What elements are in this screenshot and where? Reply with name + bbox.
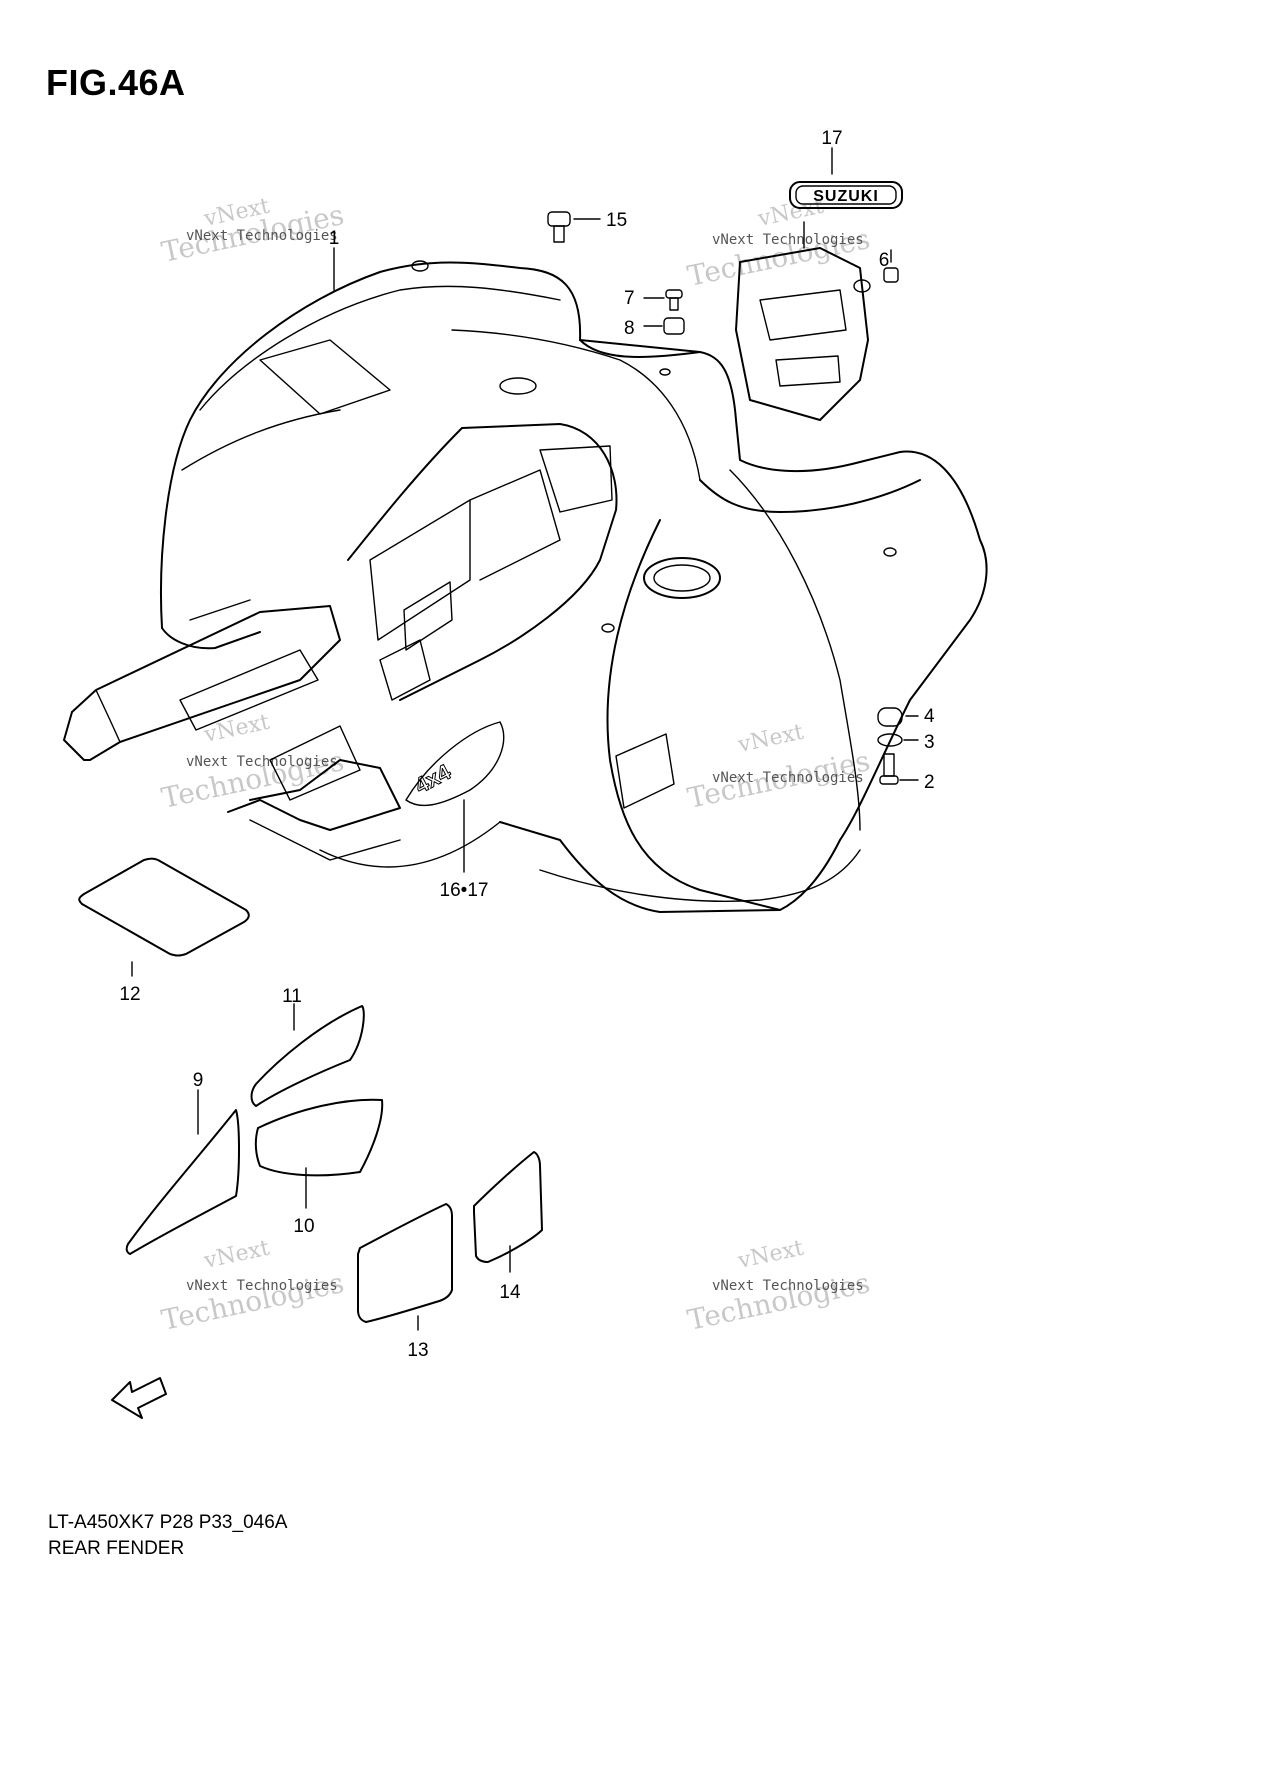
svg-text:4x4: 4x4 <box>411 759 456 799</box>
svg-text:vNext Technologies: vNext Technologies <box>186 228 338 244</box>
part-11-decal <box>250 1005 365 1107</box>
license-bracket <box>735 247 871 421</box>
watermark-bottom-right: vNext Technologies vNext Technologies <box>685 1236 873 1337</box>
part-12-decal <box>78 857 250 957</box>
svg-text:vNext: vNext <box>201 710 272 748</box>
part-13-decal <box>357 1203 453 1323</box>
svg-text:SUZUKI: SUZUKI <box>813 188 879 205</box>
svg-text:vNext: vNext <box>201 1236 272 1274</box>
part-14-decal <box>473 1151 543 1263</box>
callout-4: 4 <box>924 706 935 727</box>
part-9-decal <box>125 1109 240 1255</box>
callout-10: 10 <box>293 1216 314 1237</box>
callout-6: 6 <box>879 250 890 271</box>
suzuki-emblem: SUZUKI <box>789 181 903 209</box>
svg-text:vNext: vNext <box>735 1236 806 1274</box>
part-8-nut <box>643 317 685 335</box>
part-4-grommet <box>877 707 919 727</box>
callout-7: 7 <box>624 288 635 309</box>
callout-14: 14 <box>499 1282 521 1303</box>
svg-text:vNext: vNext <box>735 720 806 758</box>
watermark-top-left: vNext Technologies vNext Technologies <box>159 194 347 269</box>
svg-text:Technologies: Technologies <box>159 1266 347 1337</box>
svg-text:vNext Technologies: vNext Technologies <box>712 1278 864 1294</box>
rear-fender-body: 4x4 <box>63 260 988 913</box>
callout-3: 3 <box>924 732 935 753</box>
watermark-middle-right: vNext Technologies vNext Technologies <box>685 720 873 815</box>
callout-1: 1 <box>329 228 340 249</box>
svg-text:vNext Technologies: vNext Technologies <box>712 232 864 248</box>
callout-13: 13 <box>407 1340 428 1361</box>
part-6-bolt <box>883 249 899 283</box>
svg-text:vNext Technologies: vNext Technologies <box>186 754 338 770</box>
svg-text:Technologies: Technologies <box>685 1266 873 1337</box>
fwd-arrow-icon: FWD <box>111 1377 167 1419</box>
callout-9: 9 <box>193 1070 204 1091</box>
callout-12: 12 <box>119 984 140 1005</box>
part-15-clip <box>547 211 601 243</box>
svg-text:vNext Technologies: vNext Technologies <box>712 770 864 786</box>
part-2-bolt <box>879 753 919 785</box>
svg-text:vNext Technologies: vNext Technologies <box>186 1278 338 1294</box>
diagram-name: REAR FENDER <box>48 1538 185 1559</box>
callout-2: 2 <box>924 772 935 793</box>
callout-8: 8 <box>624 318 635 339</box>
part-3-washer <box>877 733 919 747</box>
part-7-screw <box>643 289 683 311</box>
part-10-decal <box>254 1098 384 1177</box>
callout-15: 15 <box>606 210 627 231</box>
callout-17: 17 <box>821 128 842 149</box>
callout-11: 11 <box>282 986 302 1007</box>
diagram-code: LT-A450XK7 P28 P33_046A <box>48 1512 288 1533</box>
callout-16-17: 16•17 <box>440 880 489 901</box>
figure-title: FIG.46A <box>46 62 186 103</box>
watermark-bottom-left: vNext Technologies vNext Technologies <box>159 1236 347 1337</box>
